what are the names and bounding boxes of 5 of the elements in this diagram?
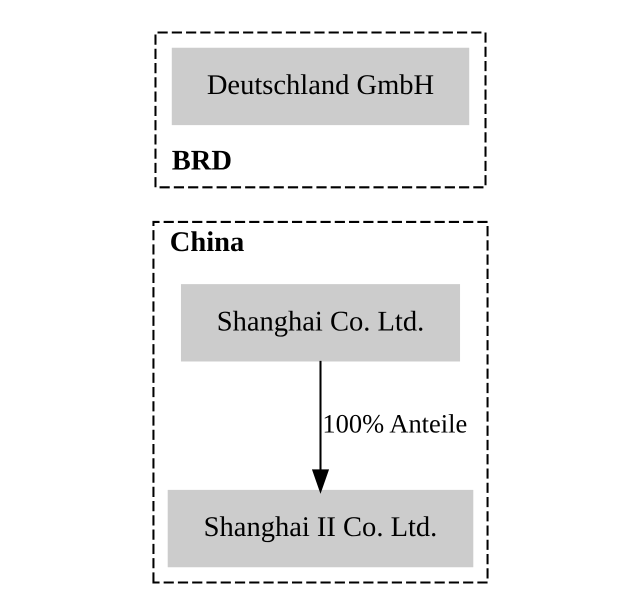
edge-label: 100% Anteile [322, 408, 468, 439]
arrow [312, 360, 330, 494]
node-box: Shanghai Co. Ltd. [180, 284, 460, 362]
node-box: Deutschland GmbH [172, 48, 470, 126]
node-box: Shanghai II Co. Ltd. [168, 490, 474, 568]
